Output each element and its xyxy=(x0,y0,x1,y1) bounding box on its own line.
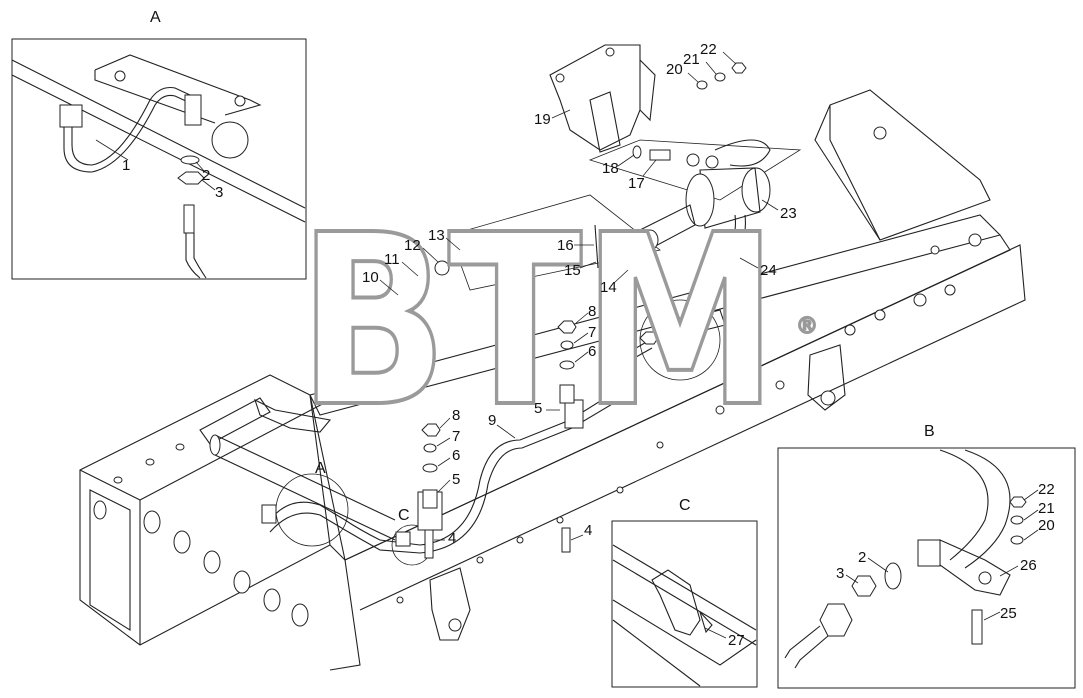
callout-7b: 7 xyxy=(588,324,596,341)
callout-23: 23 xyxy=(780,205,797,222)
side-rail xyxy=(309,214,1011,561)
callout-16: 16 xyxy=(557,237,574,254)
frame-front-box xyxy=(79,374,331,646)
washer-b-2 xyxy=(884,562,902,590)
callout-24: 24 xyxy=(760,262,777,279)
callout-4b: 4 xyxy=(584,522,592,539)
chassis-frame xyxy=(79,89,1026,671)
fittings-group xyxy=(394,224,641,307)
bolt-25 xyxy=(971,609,983,645)
inset-b-title: B xyxy=(924,423,935,440)
washer-2 xyxy=(180,155,200,165)
bolt-4b xyxy=(561,527,571,553)
callout-5a: 5 xyxy=(452,471,460,488)
bolt-4a xyxy=(424,529,434,559)
callout-c-27: 27 xyxy=(728,632,745,649)
rear-bracket xyxy=(814,89,991,241)
inset-b: B 2 3 20 21 22 25 26 xyxy=(777,423,1076,689)
callout-5b: 5 xyxy=(534,400,542,417)
pipe-1 xyxy=(71,86,191,166)
callout-9: 9 xyxy=(488,412,496,429)
callout-14: 14 xyxy=(600,279,617,296)
inset-b-frame xyxy=(777,447,1076,689)
main-callouts: 4 4 5 5 6 6 7 7 8 8 9 10 11 12 13 14 15 … xyxy=(362,41,797,547)
clevis-16 xyxy=(604,231,641,263)
rail-edge xyxy=(11,59,306,209)
nut-b-3 xyxy=(851,575,877,597)
callout-8b: 8 xyxy=(588,303,596,320)
inset-a-title: A xyxy=(150,9,161,26)
nut-3 xyxy=(177,171,205,185)
callout-12: 12 xyxy=(404,237,421,254)
watermark-text: BTM xyxy=(298,184,778,459)
callout-21: 21 xyxy=(683,51,700,68)
callout-18: 18 xyxy=(602,160,619,177)
callout-6a: 6 xyxy=(452,447,460,464)
inset-c-frame xyxy=(611,520,758,688)
callout-a-1: 1 xyxy=(122,157,130,174)
clip-27 xyxy=(651,569,701,636)
callout-11: 11 xyxy=(384,251,400,268)
callout-b-26: 26 xyxy=(1020,557,1037,574)
detail-a-circle xyxy=(275,473,349,547)
view-mark-b: B xyxy=(622,328,633,345)
elbow-10 xyxy=(394,287,413,307)
spring-hanger xyxy=(807,344,846,411)
watermark-registered: ® xyxy=(796,314,818,339)
callout-10: 10 xyxy=(362,269,379,286)
callout-b-25: 25 xyxy=(1000,605,1017,622)
callout-b-20: 20 xyxy=(1038,517,1055,534)
cross-tube xyxy=(214,434,396,521)
callout-4a: 4 xyxy=(448,530,456,547)
callout-b-2: 2 xyxy=(858,549,866,566)
callout-15: 15 xyxy=(564,262,581,279)
callout-17: 17 xyxy=(628,175,645,192)
inset-a-frame xyxy=(11,38,307,280)
view-mark-a: A xyxy=(315,460,326,477)
fastener-stack-right xyxy=(557,320,577,404)
callout-7a: 7 xyxy=(452,428,460,445)
inset-a: A 1 2 3 xyxy=(11,9,307,280)
watermark: BTM ® xyxy=(296,182,819,461)
hose-24 xyxy=(699,214,747,311)
inset-c-title: C xyxy=(679,497,691,514)
fitting-nut xyxy=(59,104,83,128)
callout-13: 13 xyxy=(428,227,445,244)
bracket-19 xyxy=(549,44,641,151)
callout-19: 19 xyxy=(534,111,551,128)
callout-a-3: 3 xyxy=(215,184,223,201)
callout-a-2: 2 xyxy=(202,167,210,184)
callout-22: 22 xyxy=(700,41,717,58)
inset-c: C 27 xyxy=(611,497,758,688)
brake-line-9 xyxy=(261,339,653,554)
view-mark-c: C xyxy=(398,507,410,524)
callout-b-22: 22 xyxy=(1038,481,1055,498)
callout-b-21: 21 xyxy=(1038,500,1055,517)
detail-b-circle xyxy=(639,299,721,381)
callout-8a: 8 xyxy=(452,407,460,424)
callout-20: 20 xyxy=(666,61,683,78)
fastener-stack-left xyxy=(421,423,441,509)
callout-6b: 6 xyxy=(588,343,596,360)
callout-b-3: 3 xyxy=(836,565,844,582)
